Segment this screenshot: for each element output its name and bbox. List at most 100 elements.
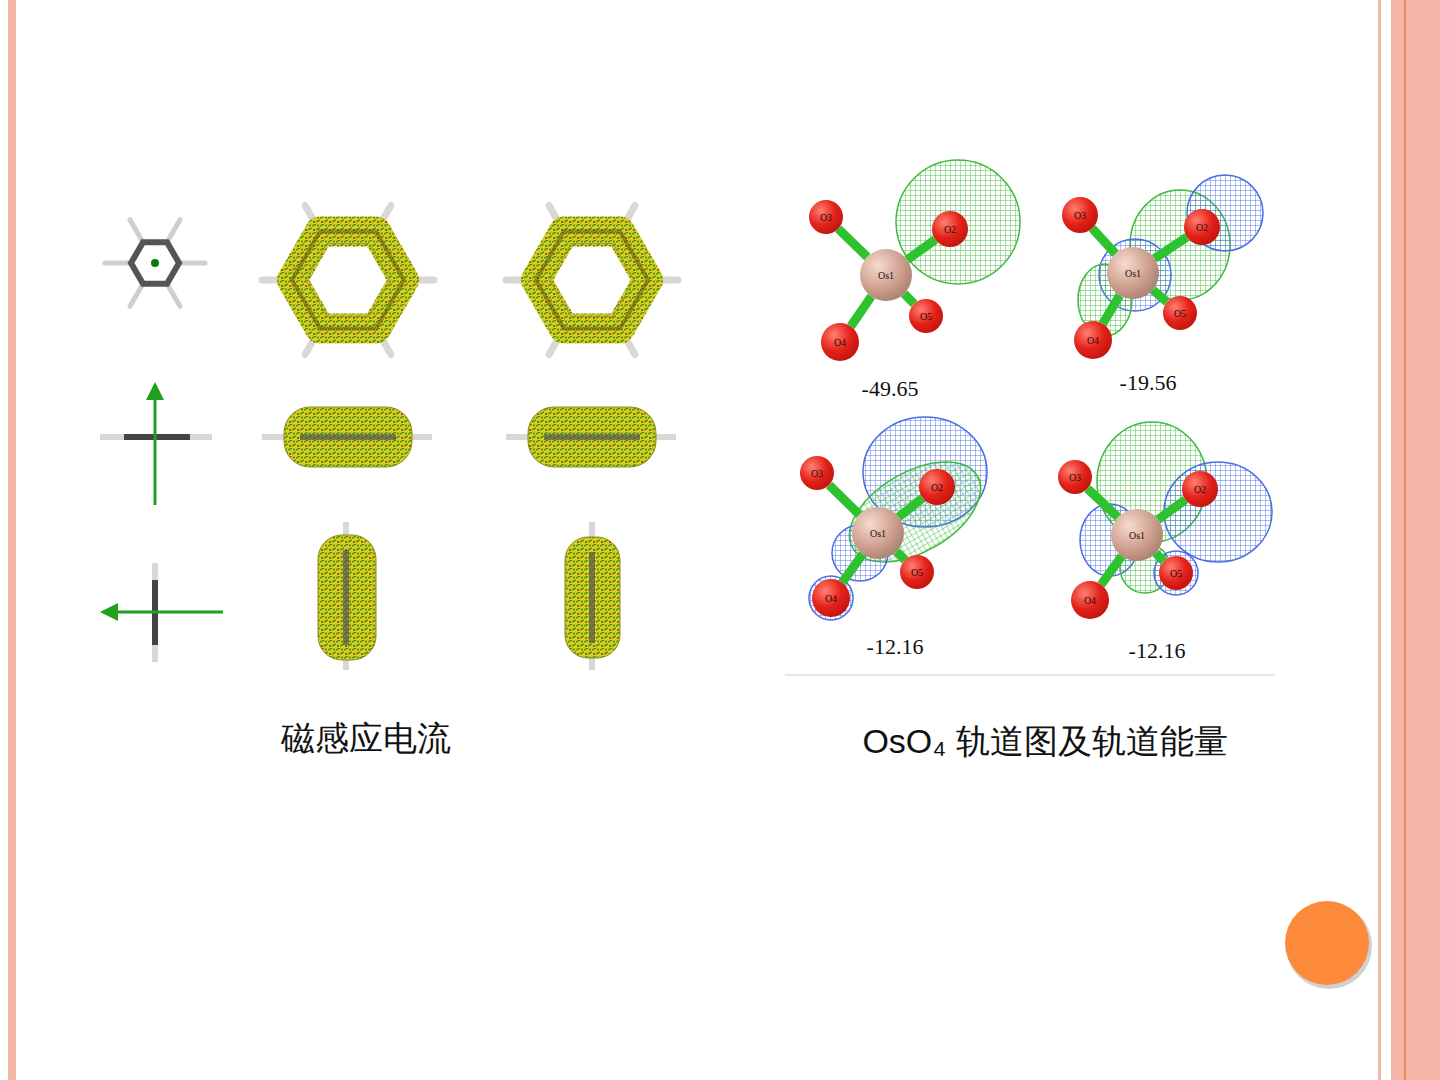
chemical-bond — [1092, 228, 1115, 254]
atom-sphere: O3 — [800, 456, 834, 490]
chemical-bond — [1087, 489, 1118, 518]
drawing-shape — [785, 674, 1275, 676]
atom-label: O4 — [1084, 595, 1096, 606]
drawing-shape — [284, 407, 412, 467]
drawing-shape — [292, 232, 404, 329]
drawing-shape — [1154, 551, 1198, 595]
atom-sphere: O2 — [932, 211, 968, 247]
chemical-bond — [907, 240, 935, 260]
drawing-shape — [896, 160, 1020, 284]
chemical-bond — [838, 229, 867, 257]
bond-line — [1156, 553, 1164, 561]
current-cylinder — [262, 407, 676, 670]
bond-line — [1101, 556, 1122, 585]
atom-label: Os1 — [1125, 268, 1141, 279]
drawing-shape — [300, 434, 396, 440]
atom-sphere: Os1 — [1107, 247, 1159, 299]
bond-line — [1155, 237, 1187, 259]
atom-label: O2 — [1196, 222, 1208, 233]
bond-line — [1158, 500, 1185, 520]
slide-frame — [8, 0, 1440, 1080]
drawing-shape — [1164, 462, 1272, 562]
drawing-shape — [100, 434, 124, 440]
atom-sphere: O2 — [919, 469, 955, 505]
atom-label: O3 — [811, 468, 823, 479]
atom-label: O5 — [1170, 568, 1182, 579]
orbital-energy: -49.65 — [862, 376, 919, 402]
drawing-shape — [167, 220, 180, 243]
atom-sphere: Os1 — [860, 249, 912, 301]
atom-label: O2 — [1194, 484, 1206, 495]
chemical-bond — [896, 551, 905, 560]
atom-sphere: O3 — [1062, 197, 1098, 233]
bond-line — [1153, 290, 1167, 302]
atom-label: O5 — [911, 567, 923, 578]
drawing-shape — [589, 552, 595, 643]
atom-sphere: Os1 — [852, 507, 904, 559]
chemical-bond — [1158, 500, 1185, 520]
bond-line — [829, 485, 859, 515]
drawing-shape — [105, 261, 131, 266]
atom-label: Os1 — [870, 528, 886, 539]
atom-sphere: O4 — [812, 579, 850, 617]
figure-caption: OsO₄ 轨道图及轨道能量 — [862, 719, 1227, 765]
drawing-shape — [536, 232, 648, 329]
atom-label: O3 — [820, 212, 832, 223]
chemical-bond — [829, 485, 859, 515]
drawing-shape — [1378, 0, 1381, 1080]
bond-line — [904, 294, 914, 304]
drawing-shape — [131, 242, 179, 284]
drawing-shape — [130, 284, 143, 307]
drawing-shape — [565, 537, 620, 658]
drawing-shape — [318, 535, 376, 660]
drawing-shape — [292, 232, 404, 329]
drawing-shape — [130, 220, 143, 243]
orbital-energy: -19.56 — [1120, 370, 1177, 396]
atom-sphere: O4 — [1071, 581, 1109, 619]
atom-label: O2 — [944, 224, 956, 235]
bond-line — [899, 498, 923, 517]
bond-line — [1087, 489, 1118, 518]
drawing-shape — [550, 244, 634, 317]
chemical-bond — [904, 294, 914, 304]
chemical-bond — [842, 554, 863, 583]
drawing-shape — [1391, 0, 1440, 1080]
drawing-shape — [152, 563, 158, 580]
drawing-shape — [190, 434, 212, 440]
drawing-shape — [536, 232, 648, 329]
atom-sphere: O3 — [1058, 460, 1092, 494]
atom-label: Os1 — [878, 270, 894, 281]
chemical-bond — [1103, 295, 1120, 323]
drawing-shape — [1404, 0, 1406, 1080]
atom-label: O5 — [1174, 308, 1186, 319]
drawing-shape — [151, 259, 159, 267]
atom-label: O4 — [1087, 335, 1099, 346]
atom-label: O4 — [834, 337, 846, 348]
atom-sphere: Os1 — [1111, 509, 1163, 561]
atom-label: O3 — [1069, 472, 1081, 483]
drawing-shape — [124, 434, 190, 440]
drawing-shape — [8, 0, 16, 1080]
chemical-bond — [1156, 553, 1164, 561]
chemical-bond — [1101, 556, 1122, 585]
atom-sphere: O4 — [821, 323, 859, 361]
drawing-shape — [154, 385, 157, 505]
bond-line — [842, 554, 863, 583]
orbital-energy: -12.16 — [1129, 638, 1186, 664]
atom-label: O5 — [920, 311, 932, 322]
atom-label: Os1 — [1129, 530, 1145, 541]
atom-sphere: O2 — [1184, 209, 1220, 245]
orbital-energy: -12.16 — [867, 634, 924, 660]
bond-line — [838, 229, 867, 257]
current-ring — [262, 206, 678, 355]
drawing-shape — [343, 550, 349, 645]
bond-line — [907, 240, 935, 260]
atom-label: O3 — [1074, 210, 1086, 221]
bond-line — [1103, 295, 1120, 323]
bond-line — [851, 296, 872, 326]
benzene-top-view — [105, 220, 205, 307]
atom-sphere: O5 — [909, 299, 943, 333]
drawing-shape — [167, 284, 180, 307]
